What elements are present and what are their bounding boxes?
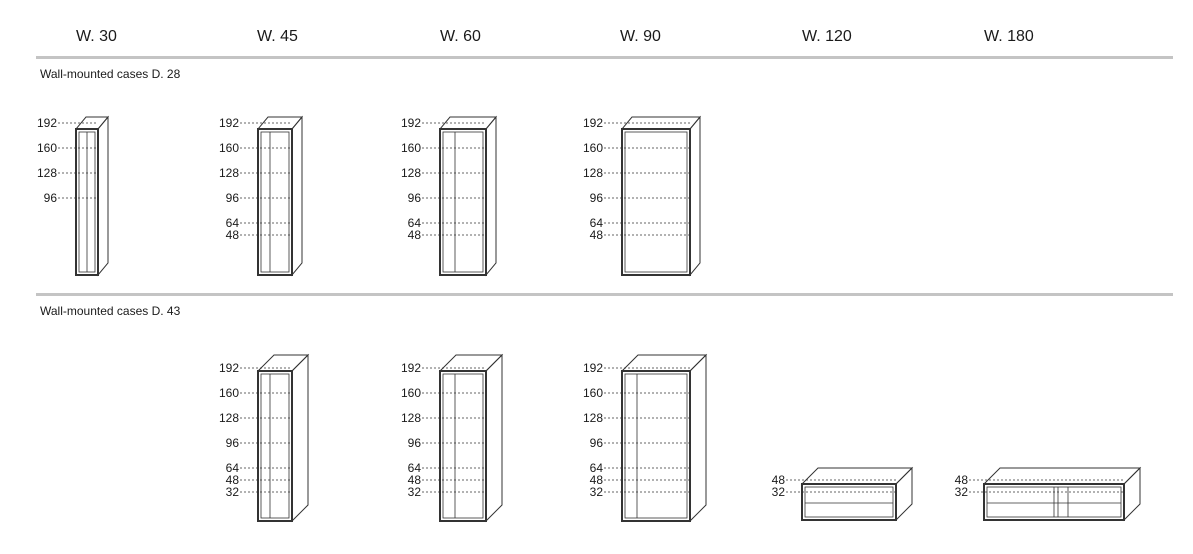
height-label: 128 [36,166,57,180]
height-label: 48 [771,473,785,487]
case-side [689,353,707,523]
section-title-d43: Wall-mounted cases D. 43 [40,304,181,318]
height-label: 64 [589,216,603,230]
case-side [485,115,497,277]
width-label-60: W. 60 [440,28,481,45]
case-side [1123,466,1141,522]
case-side [689,115,701,277]
height-label: 160 [218,141,239,155]
height-label: 128 [582,166,603,180]
case-front [439,370,487,522]
width-label-180: W. 180 [984,28,1034,45]
case-front [257,370,293,522]
width-label-30: W. 30 [76,28,117,45]
case-inner-frame [624,373,688,519]
case-top [438,354,504,372]
case-inner-frame [624,131,688,273]
width-label-45: W. 45 [257,28,298,45]
height-label: 32 [225,485,239,499]
case-inner-frame [260,373,290,519]
case-top [620,354,708,372]
height-label: 32 [954,485,968,499]
height-label: 96 [43,191,57,205]
case-top [982,467,1142,485]
section-divider [36,293,1173,296]
height-label: 48 [225,473,239,487]
height-label: 192 [582,361,603,375]
height-label: 96 [225,436,239,450]
case-front [801,483,897,521]
height-label: 128 [400,411,421,425]
height-label: 96 [407,436,421,450]
width-label-90: W. 90 [620,28,661,45]
height-label: 192 [36,116,57,130]
case-side [97,115,109,277]
case-inner-frame [442,373,484,519]
case-side [895,466,913,522]
width-label-120: W. 120 [802,28,852,45]
height-label: 64 [407,461,421,475]
height-label: 160 [400,386,421,400]
case-inner-frame [260,131,290,273]
height-label: 48 [589,228,603,242]
case-inner-frame [804,486,894,518]
case-side [291,115,303,277]
height-label: 48 [407,473,421,487]
height-label: 64 [225,216,239,230]
height-label: 160 [582,141,603,155]
case-side [485,353,503,523]
height-label: 128 [582,411,603,425]
height-label: 32 [589,485,603,499]
height-label: 32 [407,485,421,499]
height-label: 192 [218,116,239,130]
height-label: 64 [225,461,239,475]
height-label: 96 [589,436,603,450]
height-label: 48 [589,473,603,487]
section-title-d28: Wall-mounted cases D. 28 [40,67,181,81]
case-side [291,353,309,523]
height-label: 128 [400,166,421,180]
case-inner-frame [442,131,484,273]
header-divider [36,56,1173,59]
case-front [257,128,293,276]
height-label: 192 [400,116,421,130]
height-label: 64 [407,216,421,230]
case-front [621,128,691,276]
height-label: 96 [225,191,239,205]
height-label: 48 [407,228,421,242]
height-label: 192 [400,361,421,375]
height-label: 128 [218,411,239,425]
height-label: 96 [589,191,603,205]
height-label: 160 [400,141,421,155]
height-label: 48 [225,228,239,242]
height-label: 48 [954,473,968,487]
case-front [621,370,691,522]
case-front [439,128,487,276]
height-label: 160 [582,386,603,400]
height-label: 64 [589,461,603,475]
case-top [800,467,914,485]
height-label: 192 [582,116,603,130]
height-label: 160 [36,141,57,155]
height-label: 32 [771,485,785,499]
height-label: 192 [218,361,239,375]
height-label: 96 [407,191,421,205]
height-label: 160 [218,386,239,400]
height-label: 128 [218,166,239,180]
